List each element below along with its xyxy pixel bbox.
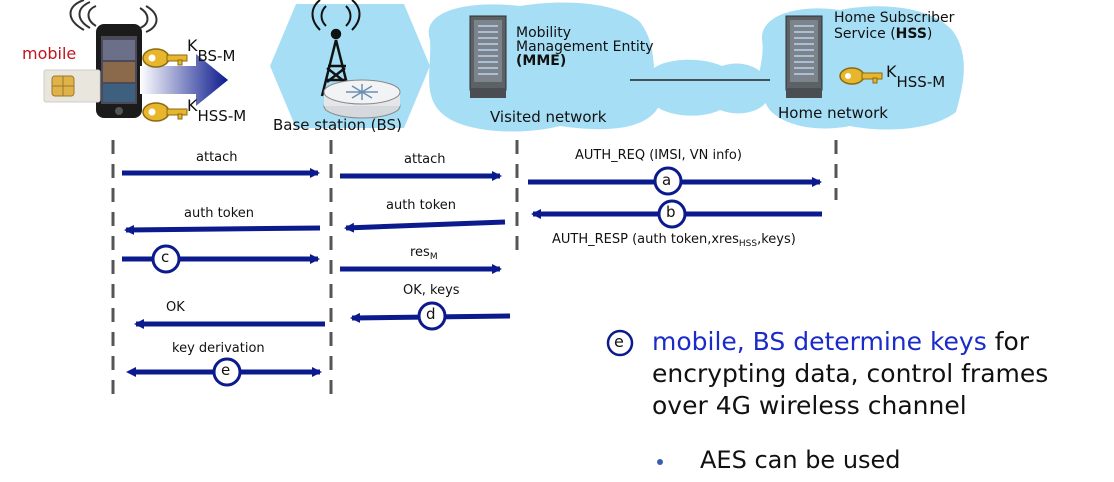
- key-transfer-arrow: [140, 54, 228, 106]
- mme-label-line1: Mobility: [516, 25, 571, 41]
- explanation-line2: encrypting data, control frames: [652, 359, 1049, 388]
- msg-auth-resp-pre: AUTH_RESP (auth token,xres: [552, 232, 739, 247]
- arrow-authtoken-bs-mobile: [124, 224, 321, 235]
- hss-label-post: ): [926, 26, 933, 42]
- msg-attach-bs-mme: attach: [404, 152, 446, 167]
- explanation-line1: mobile, BS determine keys for: [652, 326, 1048, 358]
- router-icon: [323, 79, 401, 119]
- visited-network-label: Visited network: [490, 108, 607, 126]
- key-bs-m-label: KBS-M: [187, 36, 235, 65]
- hss-label-bold: HSS: [895, 26, 927, 42]
- key-hss-m-mobile-label: KHSS-M: [187, 96, 246, 125]
- key-icon-bs-m: [142, 48, 188, 68]
- step-a-circle: [653, 166, 683, 196]
- step-a-label: a: [662, 171, 672, 189]
- step-e-circle: [212, 357, 242, 387]
- signal-waves-icon: [69, 0, 158, 33]
- bullet-text: AES can be used: [700, 446, 901, 474]
- step-b-circle: [657, 199, 687, 229]
- explanation-line3: over 4G wireless channel: [652, 391, 967, 420]
- step-d-label: d: [426, 305, 436, 323]
- bullet-dot: [657, 459, 663, 465]
- connector-blob: [643, 59, 770, 116]
- key-bs-m-main: K: [187, 36, 198, 55]
- mme-server-icon: [469, 15, 507, 98]
- step-c-label: c: [161, 248, 170, 266]
- phone-icon: [96, 24, 142, 118]
- step-c-circle: [151, 244, 181, 274]
- msg-auth-resp-sub: HSS: [738, 239, 758, 249]
- mme-label-line2: Management Entity: [516, 39, 654, 55]
- key-hss-m-mobile-main: K: [187, 96, 198, 115]
- mobile-label: mobile: [22, 44, 77, 63]
- hss-label-line2: Service (HSS): [834, 26, 954, 42]
- explanation-e-circle: [606, 329, 634, 357]
- explanation-text: mobile, BS determine keys for encrypting…: [652, 326, 1048, 422]
- sim-card-icon: [43, 69, 101, 103]
- msg-authtoken-bs-mobile: auth token: [184, 206, 255, 221]
- msg-key-derivation: key derivation: [172, 341, 265, 356]
- explanation-highlight: mobile, BS determine keys: [652, 327, 987, 356]
- mme-label-line3: (MME): [516, 53, 567, 69]
- mme-label: Mobility Management Entity (MME): [516, 26, 654, 68]
- key-bs-m-sub: BS-M: [197, 47, 236, 65]
- key-hss-m-home-sub: HSS-M: [896, 73, 946, 91]
- step-b-label: b: [666, 203, 676, 221]
- msg-res-sub: M: [429, 252, 438, 262]
- arrow-authtoken-mme-bs: [344, 219, 506, 233]
- msg-auth-resp: AUTH_RESP (auth token,xresHSS,keys): [552, 232, 796, 249]
- msg-res-main: res: [410, 245, 430, 260]
- msg-attach-mobile-bs: attach: [196, 150, 238, 165]
- key-hss-m-home-label: KHSS-M: [886, 62, 945, 91]
- msg-auth-req: AUTH_REQ (IMSI, VN info): [575, 148, 742, 163]
- key-hss-m-mobile-sub: HSS-M: [197, 107, 247, 125]
- base-station-label: Base station (BS): [273, 116, 402, 134]
- step-d-circle: [417, 301, 447, 331]
- hss-server-icon: [785, 15, 823, 98]
- home-network-label: Home network: [778, 104, 888, 122]
- msg-res: resM: [410, 245, 438, 262]
- hss-label-line1: Home Subscriber: [834, 10, 955, 26]
- msg-ok-keys: OK, keys: [403, 283, 460, 298]
- msg-ok: OK: [166, 300, 185, 315]
- hss-label-pre: Service (: [834, 26, 896, 42]
- key-icon-hss-m-mobile: [142, 102, 188, 122]
- msg-authtoken-mme-bs: auth token: [386, 198, 457, 213]
- explanation-marker: e: [614, 332, 624, 351]
- step-e-label: e: [221, 361, 231, 379]
- key-hss-m-home-main: K: [886, 62, 897, 81]
- msg-auth-resp-post: ,keys): [757, 232, 796, 247]
- explanation-rest1: for: [986, 327, 1030, 356]
- key-icon-hss-m-home: [839, 67, 883, 85]
- hss-label: Home Subscriber Service (HSS): [834, 10, 954, 42]
